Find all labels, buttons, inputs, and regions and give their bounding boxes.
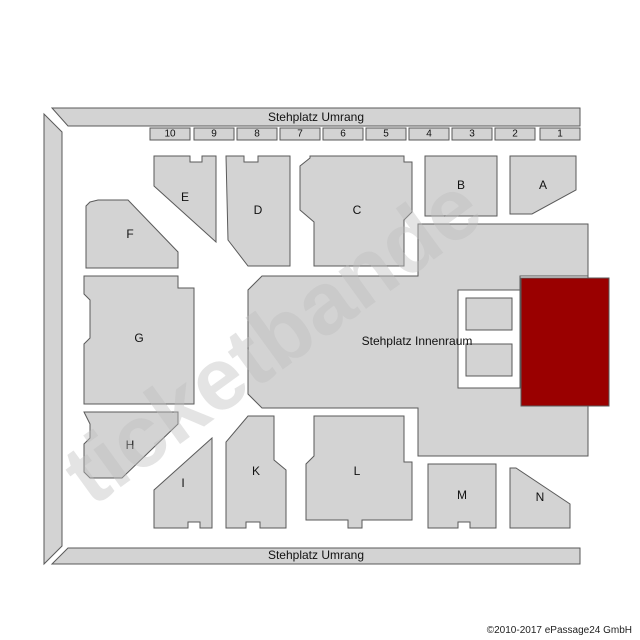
row-8[interactable]: [236, 127, 278, 141]
section-e[interactable]: [153, 155, 217, 244]
row-5[interactable]: [365, 127, 407, 141]
section-b[interactable]: [424, 155, 498, 217]
section-m[interactable]: [427, 463, 497, 529]
section-k[interactable]: [225, 415, 287, 529]
copyright-text: ©2010-2017 ePassage24 GmbH: [486, 625, 632, 636]
section-l[interactable]: [305, 415, 413, 529]
row-10[interactable]: [149, 127, 191, 141]
floor-box-lower[interactable]: [465, 343, 513, 377]
section-h[interactable]: [83, 411, 179, 479]
section-a[interactable]: [509, 155, 577, 215]
stage-highlight[interactable]: [520, 277, 610, 407]
standing-strip-left[interactable]: [43, 112, 63, 566]
row-9[interactable]: [193, 127, 235, 141]
floor-box-upper[interactable]: [465, 297, 513, 331]
section-i[interactable]: [153, 436, 213, 529]
row-3[interactable]: [451, 127, 493, 141]
row-6[interactable]: [322, 127, 364, 141]
top-rows: 10 9 8 7 6 5 4 3 2 1: [149, 127, 581, 141]
section-stehplatz-umrang-bottom[interactable]: [50, 547, 581, 565]
section-d[interactable]: [225, 155, 291, 267]
section-stehplatz-umrang-top[interactable]: [50, 107, 581, 127]
row-2[interactable]: [494, 127, 536, 141]
row-1[interactable]: [539, 127, 581, 141]
section-g[interactable]: [83, 275, 195, 405]
section-c[interactable]: [299, 155, 413, 267]
row-7[interactable]: [279, 127, 321, 141]
row-4[interactable]: [408, 127, 450, 141]
section-f[interactable]: [85, 199, 179, 269]
section-n[interactable]: [509, 467, 571, 529]
